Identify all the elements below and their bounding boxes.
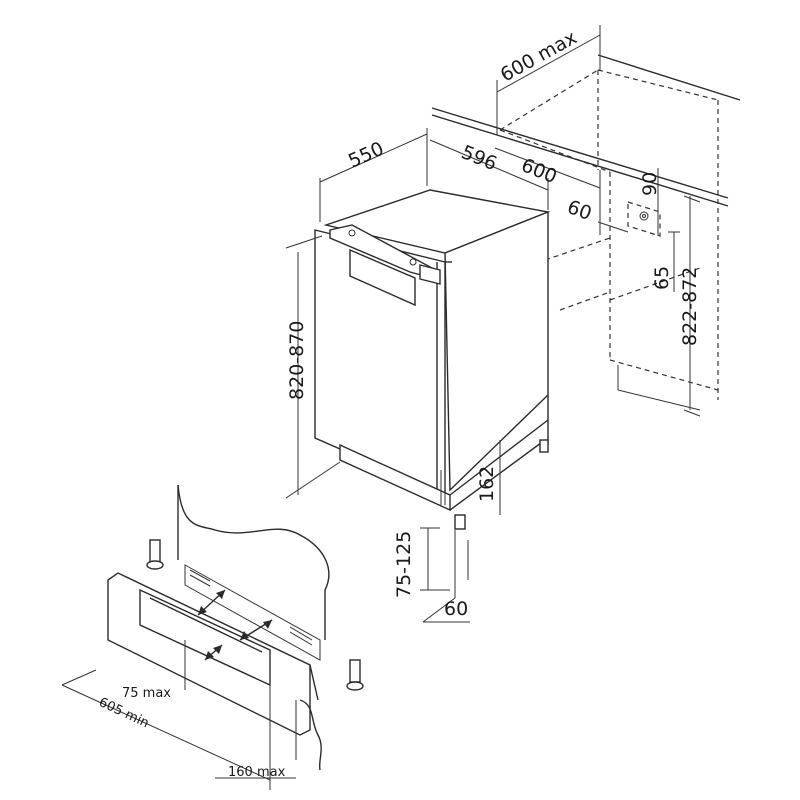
niche-outline — [499, 69, 719, 411]
dim-niche-height: 822-872 — [679, 267, 701, 346]
dim-plinth-vent-height: 75 max — [122, 686, 171, 701]
plinth-detail — [61, 484, 364, 790]
dim-niche-depth: 60 — [564, 196, 594, 225]
dim-width-max: 600 max — [497, 27, 581, 87]
dim-vent-width: 90 — [639, 172, 661, 196]
dim-niche-width: 600 — [518, 154, 560, 188]
dim-plinth-gap: 162 — [476, 466, 498, 502]
appliance-body — [314, 189, 551, 530]
dim-appliance-width: 596 — [458, 141, 500, 175]
dim-vent-offset: 65 — [651, 266, 673, 290]
dim-appliance-height: 820-870 — [286, 321, 308, 400]
dim-plinth-height: 75-125 — [393, 531, 415, 598]
vent-opening — [627, 201, 661, 237]
dim-recess-60: 60 — [444, 598, 468, 620]
dim-appliance-depth: 550 — [345, 138, 387, 173]
dimension-lines — [285, 25, 701, 623]
dim-plinth-total: 160 max — [228, 765, 286, 780]
worktop-lines — [431, 54, 741, 207]
